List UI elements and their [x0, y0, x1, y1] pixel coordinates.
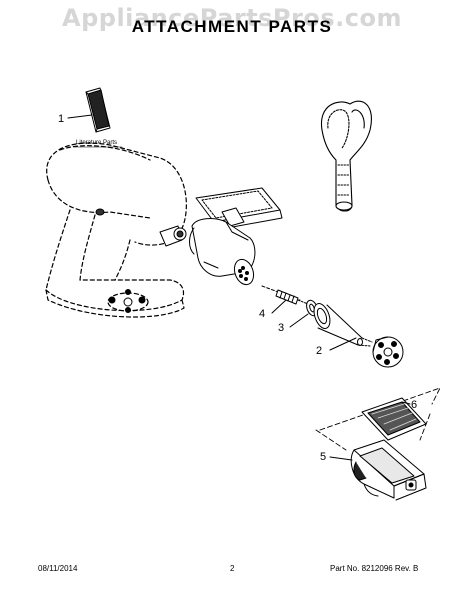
- page-title: ATTACHMENT PARTS: [131, 17, 333, 36]
- footer-page-number: 2: [230, 564, 235, 573]
- literature-label: Literature Parts: [76, 140, 117, 146]
- literature-booklet: [85, 87, 111, 133]
- grinding-plate-large: [372, 336, 404, 368]
- callout-6: 6: [411, 399, 417, 411]
- mixer-hub-details: [95, 208, 187, 313]
- pastry-beater: [321, 100, 372, 212]
- callout-leader-6: [401, 401, 411, 405]
- grinder-tray: [195, 187, 283, 231]
- callout-5: 5: [320, 451, 326, 463]
- footer-date: 08/11/2014: [38, 564, 78, 573]
- callout-leader-3: [289, 313, 309, 328]
- callout-1: 1: [58, 113, 64, 125]
- watermark: AppliancePartsPros.com: [62, 4, 402, 32]
- slicer-drum-blade: [361, 397, 427, 441]
- footer-part-number: Part No. 8212096 Rev. B: [330, 564, 419, 573]
- callout-2: 2: [316, 345, 322, 357]
- callout-leader-5: [329, 456, 353, 461]
- callout-leader-1: [67, 114, 93, 119]
- stuffer-tube: [313, 303, 373, 347]
- slicer-housing: [350, 439, 427, 501]
- callout-leader-4: [271, 299, 287, 314]
- grinder-shaft: [261, 285, 309, 305]
- callout-3: 3: [278, 322, 284, 334]
- grinding-plate-small: [233, 258, 255, 286]
- callout-4: 4: [259, 308, 265, 320]
- callout-leader-2: [329, 337, 357, 351]
- dashed-assembly-lines: [315, 387, 441, 451]
